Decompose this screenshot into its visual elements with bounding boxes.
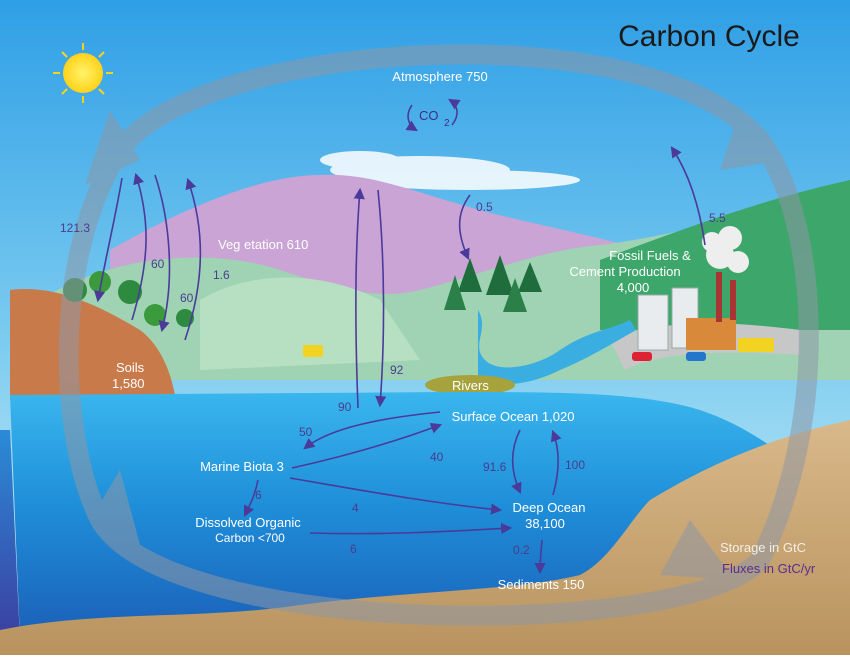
flux-ocean-release: 90 xyxy=(338,400,352,414)
deep-ocean-value: 38,100 xyxy=(525,516,565,531)
soils-label: Soils xyxy=(116,360,145,375)
cycle-ring xyxy=(58,44,819,626)
flux-veg-uptake: 60 xyxy=(151,257,165,271)
flux-land-use: 1.6 xyxy=(213,268,230,282)
sun-icon xyxy=(53,43,113,103)
atmosphere-label: Atmosphere 750 xyxy=(392,69,487,84)
flux-soil-release: 121.3 xyxy=(60,221,90,235)
flux-biota-to-deep: 4 xyxy=(352,501,359,515)
legend-fluxes: Fluxes in GtC/yr xyxy=(722,561,816,576)
flux-ocean-uptake: 92 xyxy=(390,363,404,377)
flux-surface-to-deep: 91.6 xyxy=(483,460,507,474)
flux-deep-to-surface: 100 xyxy=(565,458,585,472)
fossil-label-line1: Fossil Fuels & xyxy=(609,248,691,263)
soils-value: 1,580 xyxy=(112,376,145,391)
flux-forest-uptake: 0.5 xyxy=(476,200,493,214)
flux-surface-to-biota: 50 xyxy=(299,425,313,439)
ocean-front xyxy=(0,430,20,640)
farm-hill xyxy=(200,277,420,370)
marine-biota-label: Marine Biota 3 xyxy=(200,459,284,474)
city-buildings xyxy=(637,272,736,351)
flux-biota-to-surface: 40 xyxy=(430,450,444,464)
sediments-label: Sediments 150 xyxy=(498,577,585,592)
co2-subscript: 2 xyxy=(444,118,450,129)
flux-dissolved-to-deep: 6 xyxy=(350,542,357,556)
fossil-label-line2: Cement Production xyxy=(569,264,680,279)
legend-storage: Storage in GtC xyxy=(720,540,806,555)
surface-ocean-label: Surface Ocean 1,020 xyxy=(452,409,575,424)
flux-biota-to-dissolved: 6 xyxy=(255,488,262,502)
rivers-label: Rivers xyxy=(452,378,489,393)
co2-label: CO xyxy=(419,108,439,123)
deep-ocean-label: Deep Ocean xyxy=(513,500,586,515)
flux-soil-respiration: 60 xyxy=(180,291,194,305)
dissolved-label-line2: Carbon <700 xyxy=(215,531,285,545)
flux-arrows xyxy=(94,98,706,575)
dissolved-label-line1: Dissolved Organic xyxy=(195,515,301,530)
vehicles xyxy=(303,338,774,361)
smoke xyxy=(702,226,749,273)
vegetation-label: Veg etation 610 xyxy=(218,237,308,252)
rivers-bank xyxy=(425,375,515,395)
clouds xyxy=(320,151,580,190)
flux-deep-to-sediments: 0.2 xyxy=(513,543,530,557)
fossil-value: 4,000 xyxy=(617,280,650,295)
soil-bank xyxy=(10,289,175,400)
flux-fossil-emission: 5.5 xyxy=(709,211,726,225)
diagram-title: Carbon Cycle xyxy=(618,20,800,53)
